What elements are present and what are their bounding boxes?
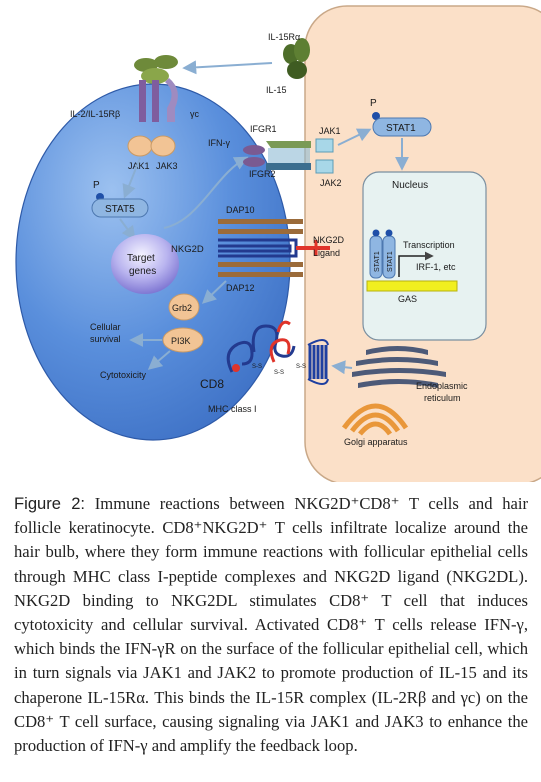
jak3: [150, 135, 176, 157]
er-label-2: reticulum: [424, 393, 461, 403]
nkg2d-ligand-label-1: NKG2D: [313, 235, 345, 245]
dap12-chain: [218, 262, 303, 277]
ss-1: S-S: [252, 364, 262, 370]
dap10-label: DAP10: [226, 205, 255, 215]
jak1-left: [127, 135, 153, 157]
cd8-label: CD8: [200, 377, 224, 391]
er-to-mhc-arrow: [331, 360, 353, 375]
gamma-c-label: γc: [190, 109, 200, 119]
dap10-chain: [218, 219, 303, 234]
stat5-label: STAT5: [105, 204, 135, 215]
il15-label: IL-15: [266, 85, 287, 95]
cellular-label-2: survival: [90, 334, 121, 344]
dap12-label: DAP12: [226, 283, 255, 293]
er-label-1: Endoplasmic: [416, 381, 468, 391]
transcription-label: Transcription: [403, 240, 455, 250]
cellular-label-1: Cellular: [90, 322, 121, 332]
jak2-label: JAK2: [320, 178, 342, 188]
nkg2d-ligand: [296, 240, 330, 256]
p-left-label: P: [93, 180, 100, 191]
il15r-receptor: [134, 55, 178, 122]
stat1-dimer: [369, 229, 396, 279]
stat1-dimer-b: STAT1: [387, 251, 394, 272]
stat5-to-target-arrow: [119, 218, 136, 241]
il15-arrow: [182, 60, 273, 75]
target-label-2: genes: [129, 266, 156, 277]
ifn-release-arrow: [163, 156, 249, 229]
ifgr1-label: IFGR1: [250, 124, 277, 134]
il2-il15rb-label: IL-2/IL-15Rβ: [70, 109, 120, 119]
pi3k-label: PI3K: [171, 336, 191, 346]
endoplasmic-reticulum: [352, 346, 446, 388]
stat1-dimer-a: STAT1: [374, 251, 381, 272]
nkg2d-label: NKG2D: [171, 244, 204, 255]
pi3k-cytotoxicity-arrow: [147, 350, 171, 370]
stat1-label: STAT1: [386, 123, 416, 134]
jak1-right-label: JAK1: [319, 126, 341, 136]
jak2: [315, 159, 334, 174]
pi3k: [162, 327, 204, 353]
gas-element: [366, 280, 458, 292]
phospho-right: [372, 112, 380, 120]
p-right-label: P: [370, 98, 377, 109]
tcr-complex: [251, 320, 296, 363]
immune-reaction-diagram: Nucleus IL-15Rα IL-15 IL-2/IL-15Rβ γc JA…: [15, 5, 541, 482]
jak-to-stat1-arrow: [337, 128, 372, 146]
grb2-label: Grb2: [172, 303, 192, 313]
stat5: [91, 198, 149, 218]
ifn-gamma-label: IFN-γ: [208, 138, 230, 148]
cd8-coreceptor: [226, 340, 254, 373]
jak-to-stat5-arrow: [122, 157, 141, 199]
il15-complex: [283, 38, 310, 79]
nkg2d-ligand-label-2: Ligand: [313, 248, 340, 258]
ifgr-receptor: [266, 141, 311, 170]
figure-caption: Figure 2: Immune reactions between NKG2D…: [14, 492, 528, 758]
gas-label: GAS: [398, 294, 417, 304]
jak1-left-label: JAK1: [128, 161, 150, 171]
il15ra-label: IL-15Rα: [268, 32, 300, 42]
target-genes: [111, 234, 179, 294]
stat1: [372, 117, 432, 137]
ifn-gamma-molecule: [243, 145, 265, 167]
golgi-label: Golgi apparatus: [344, 437, 408, 447]
ifgr2-label: IFGR2: [249, 169, 276, 179]
mhc-label: MHC class I: [208, 404, 257, 414]
jak3-label: JAK3: [156, 161, 178, 171]
golgi-apparatus: [341, 403, 409, 436]
caption-label: Figure 2:: [14, 494, 86, 513]
caption-text: Immune reactions between NKG2D⁺CD8⁺ T ce…: [14, 494, 528, 756]
cytotoxicity-label: Cytotoxicity: [100, 370, 147, 380]
jak1-right: [315, 138, 334, 153]
transcription-arrow: [398, 251, 434, 277]
irf1-label: IRF-1, etc: [416, 262, 456, 272]
ss-3: S-S: [296, 364, 306, 370]
ss-2: S-S: [274, 370, 284, 376]
mhc-class-i: [307, 339, 329, 385]
nucleus-label: Nucleus: [392, 180, 428, 191]
target-label-1: Target: [127, 253, 155, 264]
dap12-to-grb2-arrow: [201, 280, 227, 304]
grb2: [168, 293, 200, 321]
